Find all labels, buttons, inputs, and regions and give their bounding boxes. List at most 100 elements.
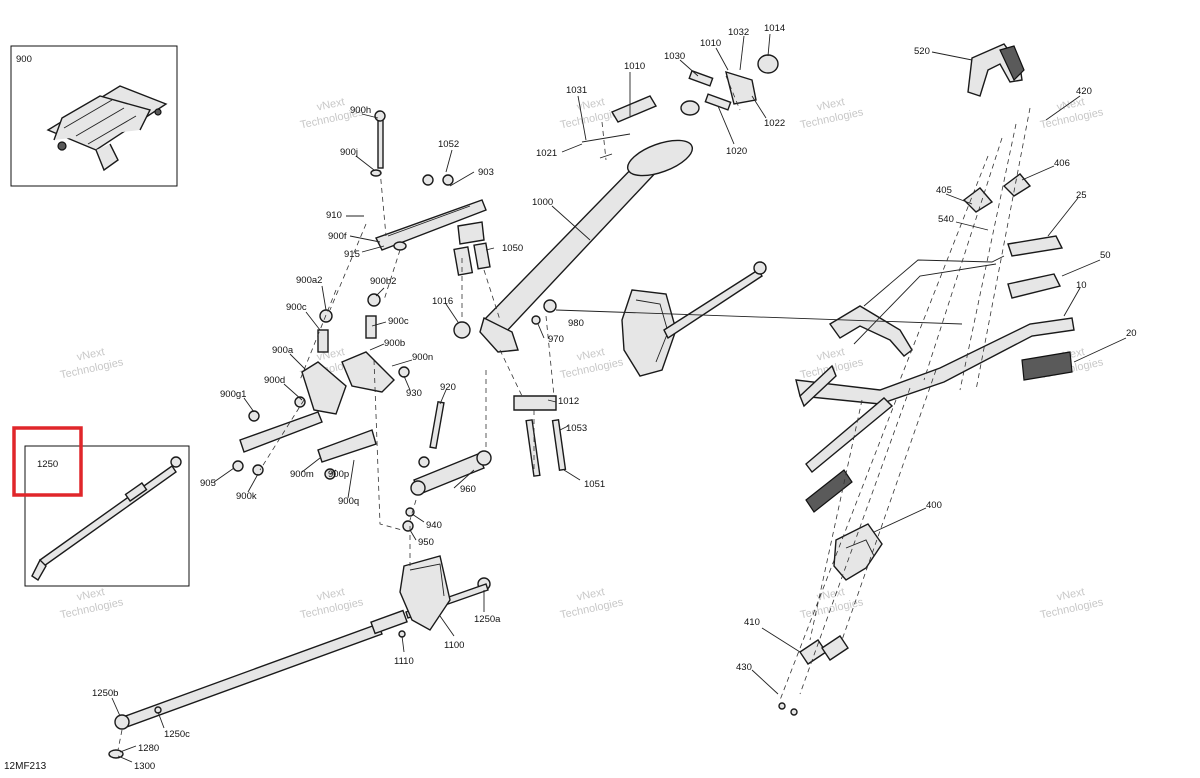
callout-1032: 1032 <box>728 27 749 38</box>
callout-1030: 1030 <box>664 51 685 62</box>
watermark-line1: vNext <box>76 346 106 364</box>
inset-900-bracket <box>46 85 168 172</box>
pitman-arm-group[interactable] <box>232 293 410 480</box>
inset-1250-tierod <box>31 456 182 581</box>
callout-labels: 520 420 406 405 540 25 50 10 20 400 410 … <box>92 23 1137 772</box>
callout-960: 960 <box>460 484 476 495</box>
steering-pump[interactable] <box>621 261 767 377</box>
inset-900-label: 900 <box>16 54 32 65</box>
callout-430: 430 <box>736 662 752 673</box>
inset-1250[interactable]: 1250 <box>24 445 190 587</box>
callout-940: 940 <box>426 520 442 531</box>
callout-10: 10 <box>1076 280 1087 291</box>
callout-1014: 1014 <box>764 23 785 34</box>
callout-1250c: 1250c <box>164 729 190 740</box>
callout-970: 970 <box>548 334 564 345</box>
watermark-line1: vNext <box>576 346 606 364</box>
callout-20: 20 <box>1126 328 1137 339</box>
callout-900g1: 900g1 <box>220 389 246 400</box>
steering-column[interactable] <box>479 54 779 353</box>
callout-420: 420 <box>1076 86 1092 97</box>
callout-520: 520 <box>914 46 930 57</box>
callout-1021: 1021 <box>536 148 557 159</box>
callout-540: 540 <box>938 214 954 225</box>
highlight-box <box>12 426 83 497</box>
watermark-line1: vNext <box>76 586 106 604</box>
callout-900q: 900q <box>338 496 359 507</box>
callout-900b: 900b <box>384 338 405 349</box>
watermark-line1: vNext <box>816 346 846 364</box>
callout-1031: 1031 <box>566 85 587 96</box>
watermark-line1: vNext <box>576 96 606 114</box>
callout-915: 915 <box>344 249 360 260</box>
watermark-line1: vNext <box>1056 96 1086 114</box>
callout-900j: 900j <box>340 147 358 158</box>
callout-900f: 900f <box>328 231 347 242</box>
callout-1016: 1016 <box>432 296 453 307</box>
callout-900a2: 900a2 <box>296 275 322 286</box>
callout-1010-a: 1010 <box>624 61 645 72</box>
callout-1052: 1052 <box>438 139 459 150</box>
leader-lines <box>111 33 1127 763</box>
upper-bracket[interactable] <box>370 110 491 276</box>
handlebar-assembly[interactable] <box>795 43 1075 513</box>
callout-950: 950 <box>418 537 434 548</box>
callout-1110: 1110 <box>394 656 414 667</box>
callout-905: 905 <box>200 478 216 489</box>
diagram-code: 12MF213 <box>4 761 47 772</box>
watermark-line1: vNext <box>576 586 606 604</box>
callout-1010-b: 1010 <box>700 38 721 49</box>
callout-1022: 1022 <box>764 118 785 129</box>
inset-900[interactable]: 900 <box>10 45 178 187</box>
callout-1050: 1050 <box>502 243 523 254</box>
callout-1250a: 1250a <box>474 614 501 625</box>
callout-900p: 900p <box>328 469 349 480</box>
callout-900b2: 900b2 <box>370 276 396 287</box>
callout-920: 920 <box>440 382 456 393</box>
callout-900d: 900d <box>264 375 285 386</box>
callout-900k: 900k <box>236 491 257 502</box>
callout-1012: 1012 <box>558 396 579 407</box>
watermark-line1: vNext <box>316 586 346 604</box>
callout-400: 400 <box>926 500 942 511</box>
callout-930: 930 <box>406 388 422 399</box>
watermark-line1: vNext <box>1056 586 1086 604</box>
callout-410: 410 <box>744 617 760 628</box>
callout-900n: 900n <box>412 352 433 363</box>
callout-406: 406 <box>1054 158 1070 169</box>
callout-1250b: 1250b <box>92 688 118 699</box>
callout-25: 25 <box>1076 190 1087 201</box>
callout-1000: 1000 <box>532 197 553 208</box>
watermark-line1: vNext <box>316 96 346 114</box>
watermark-line1: vNext <box>816 586 846 604</box>
callout-1100: 1100 <box>444 640 464 651</box>
lower-yoke-400[interactable] <box>778 523 883 716</box>
callout-910: 910 <box>326 210 342 221</box>
callout-1051: 1051 <box>584 479 605 490</box>
callout-1300: 1300 <box>134 761 155 772</box>
callout-900c-a: 900c <box>286 302 307 313</box>
inset-1250-label: 1250 <box>37 459 58 470</box>
callout-1020: 1020 <box>726 146 747 157</box>
callout-1053: 1053 <box>566 423 587 434</box>
watermark-line1: vNext <box>816 96 846 114</box>
guide-lines <box>117 75 1031 751</box>
callout-1280: 1280 <box>138 743 159 754</box>
drag-link-960[interactable] <box>402 401 492 532</box>
steering-box-1100[interactable] <box>398 555 451 638</box>
callout-900a: 900a <box>272 345 294 356</box>
callout-900h: 900h <box>350 105 371 116</box>
callout-900c-b: 900c <box>388 316 409 327</box>
lower-clamp[interactable] <box>453 299 567 477</box>
callout-405: 405 <box>936 185 952 196</box>
